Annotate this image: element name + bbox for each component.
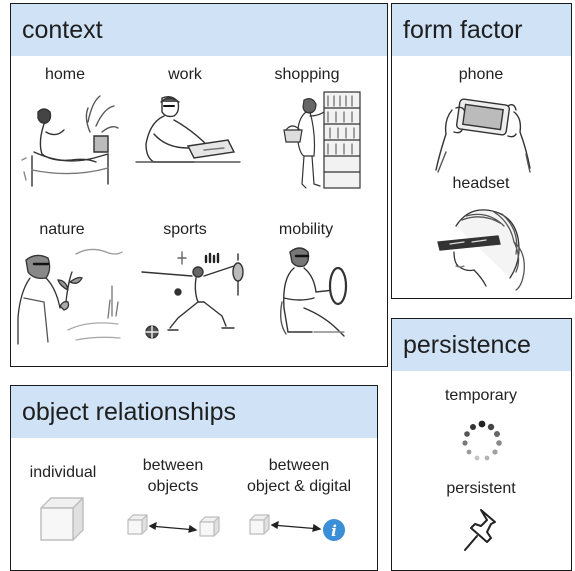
context-header: context [11, 4, 387, 56]
persistence-title: persistence [403, 330, 531, 359]
relationship-label-individual: individual [29, 464, 97, 481]
cube-arrow-info-icon: i [248, 512, 352, 542]
form-factor-title: form factor [403, 15, 523, 44]
relationship-label-between-objects-line1: between [142, 457, 204, 474]
person-shopping-shelves-sketch-icon [280, 90, 364, 192]
pushpin-icon [461, 506, 501, 556]
person-wearing-headset-sketch-icon [432, 202, 532, 292]
relationship-label-object-digital-line2: object & digital [246, 478, 352, 495]
persistence-header: persistence [392, 319, 571, 371]
form-factor-header: form factor [392, 4, 571, 56]
form-factor-label-headset: headset [452, 175, 510, 192]
person-driving-sketch-icon [274, 242, 356, 342]
context-label-home: home [44, 66, 86, 83]
svg-text:i: i [331, 522, 337, 540]
person-lunging-sketch-icon [138, 248, 248, 340]
context-label-sports: sports [163, 221, 207, 238]
person-reclining-sketch-icon [18, 92, 122, 192]
context-title: context [22, 15, 103, 44]
cube-arrow-cube-icon [126, 512, 222, 540]
context-label-mobility: mobility [278, 221, 334, 238]
form-factor-label-phone: phone [458, 66, 504, 83]
object-relationships-header: object relationships [11, 386, 377, 438]
context-label-work: work [168, 66, 202, 83]
context-label-shopping: shopping [274, 66, 340, 83]
cube-icon [39, 496, 85, 542]
persistence-label-temporary: temporary [444, 387, 518, 404]
person-holding-plant-sketch-icon [16, 246, 124, 346]
object-relationships-title: object relationships [22, 397, 237, 426]
relationship-label-between-objects-line2: objects [147, 478, 199, 495]
persistence-label-persistent: persistent [446, 480, 516, 497]
person-at-laptop-sketch-icon [134, 94, 242, 180]
spinner-icon [461, 420, 503, 462]
context-label-nature: nature [39, 221, 85, 238]
hands-holding-phone-sketch-icon [432, 92, 532, 174]
relationship-label-object-digital-line1: between [268, 457, 330, 474]
